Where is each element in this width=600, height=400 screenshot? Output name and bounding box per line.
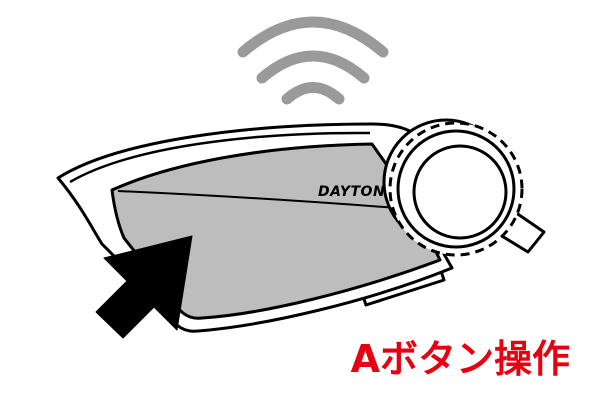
wave-middle	[256, 50, 370, 84]
brand-logo: DAYTONA	[318, 184, 397, 200]
arrow-pointer-icon	[95, 235, 193, 339]
top-rim	[69, 131, 371, 184]
jog-dial	[382, 118, 546, 257]
dial-inner-face	[412, 144, 508, 240]
face-panel	[110, 142, 442, 320]
face-crease	[117, 190, 411, 210]
wave-outer	[237, 16, 389, 58]
wifi-waves-icon	[237, 16, 389, 105]
wave-inner	[281, 82, 345, 105]
caption-a-button-operation: Aボタン操作	[350, 337, 570, 381]
